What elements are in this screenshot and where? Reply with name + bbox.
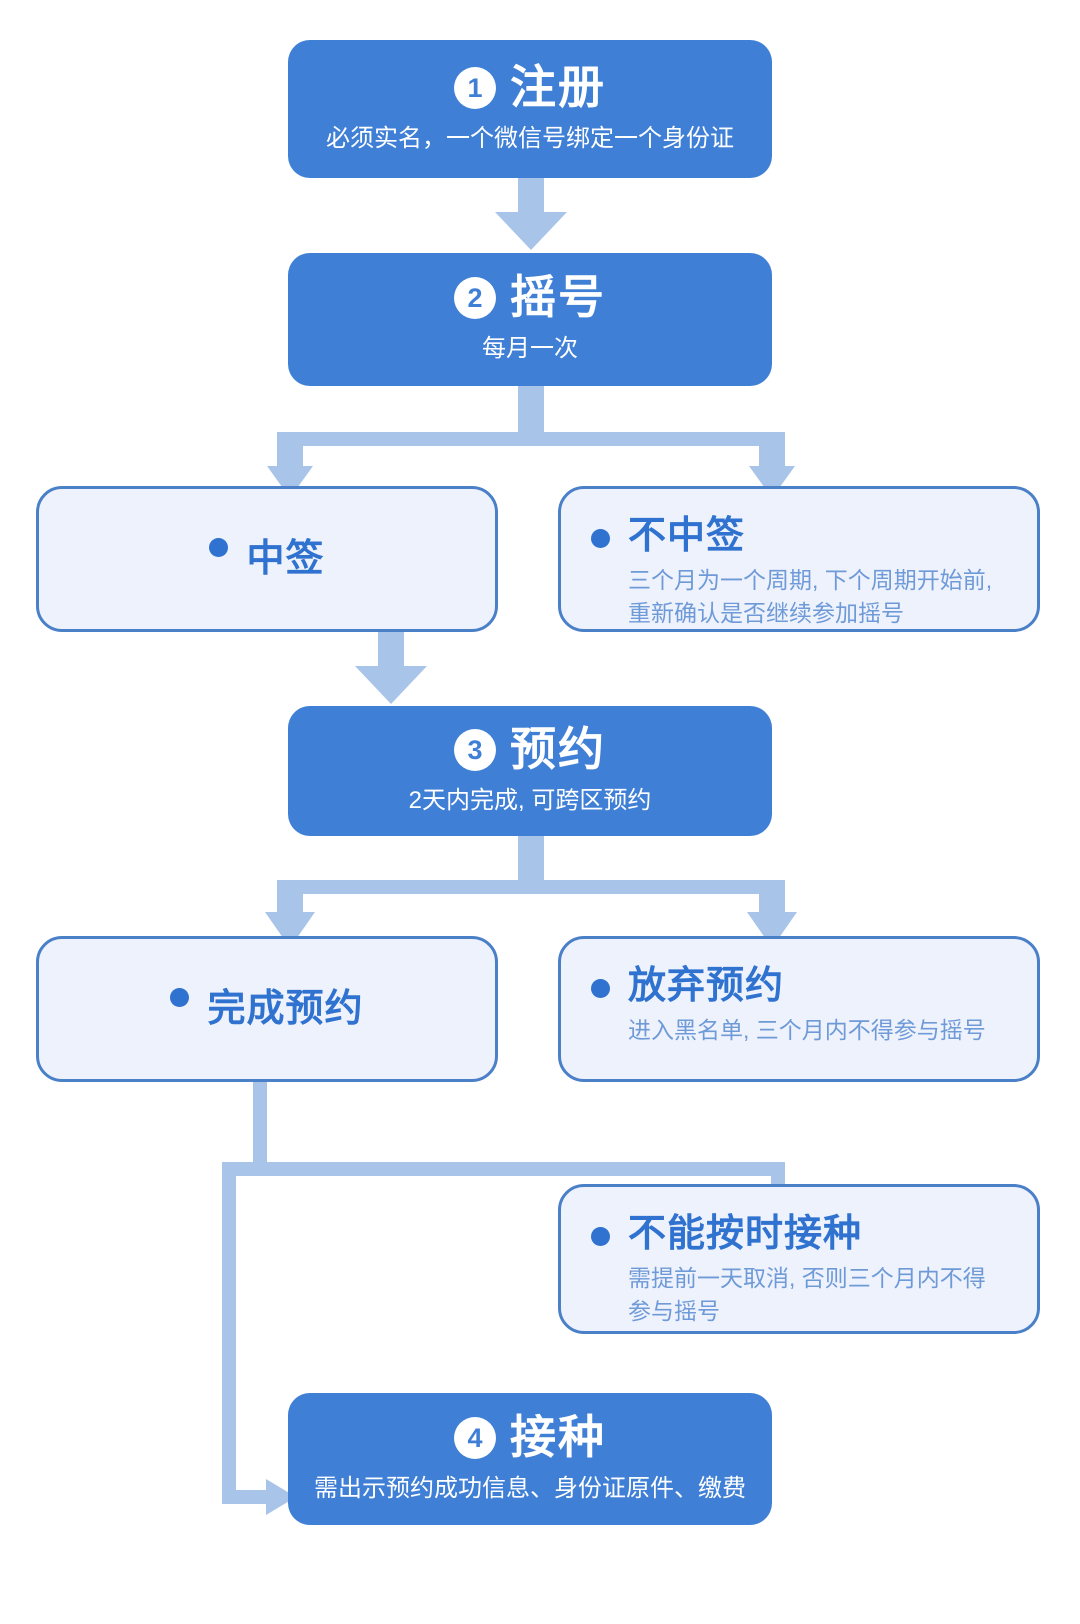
arrow-lottery-split (267, 386, 795, 498)
bullet-icon (591, 1227, 610, 1246)
step-appointment-title: 预约 (510, 722, 606, 775)
step-vaccination-desc: 需出示预约成功信息、身份证原件、缴费 (314, 1474, 746, 1502)
branch-lost-lottery-title: 不中签 (628, 515, 746, 557)
step-register-title: 注册 (510, 60, 606, 113)
step-number-badge: 2 (454, 277, 496, 320)
step-vaccination-title-row: 4 接种 (454, 1410, 606, 1463)
step-appointment-desc: 2天内完成, 可跨区预约 (408, 786, 652, 814)
step-vaccination-title: 接种 (510, 1410, 606, 1463)
branch-missed-vaccination-body: 不能按时接种 需提前一天取消, 否则三个月内不得参与摇号 (561, 1187, 1037, 1328)
step-register-desc: 必须实名，一个微信号绑定一个身份证 (326, 124, 734, 152)
step-box-vaccination[interactable]: 4 接种 需出示预约成功信息、身份证原件、缴费 (288, 1393, 772, 1525)
branch-appointment-abandoned-body: 放弃预约 进入黑名单, 三个月内不得参与摇号 (561, 939, 1037, 1047)
branch-appointment-abandoned-title: 放弃预约 (628, 965, 785, 1007)
arrow-register-to-lottery (495, 178, 567, 250)
bullet-icon (209, 537, 229, 557)
branch-box-lost-lottery[interactable]: 不中签 三个月为一个周期, 下个周期开始前, 重新确认是否继续参加摇号 (558, 486, 1040, 632)
step-lottery-title: 摇号 (510, 271, 606, 324)
step-lottery-title-row: 2 摇号 (454, 273, 606, 323)
step-number-badge: 1 (454, 66, 496, 109)
bullet-icon (591, 979, 610, 998)
branch-missed-vaccination-title: 不能按时接种 (628, 1213, 863, 1255)
step-number-badge: 4 (454, 1416, 496, 1459)
branch-missed-vaccination-desc: 需提前一天取消, 否则三个月内不得参与摇号 (628, 1264, 986, 1324)
step-box-register[interactable]: 1 注册 必须实名，一个微信号绑定一个身份证 (288, 40, 772, 178)
bullet-icon (591, 529, 610, 548)
branch-box-missed-vaccination[interactable]: 不能按时接种 需提前一天取消, 否则三个月内不得参与摇号 (558, 1184, 1040, 1334)
arrow-appointment-split (265, 836, 797, 948)
step-appointment-title-row: 3 预约 (454, 722, 606, 775)
branch-lost-lottery-desc: 三个月为一个周期, 下个周期开始前, 重新确认是否继续参加摇号 (628, 566, 993, 626)
branch-appointment-abandoned-head: 放弃预约 (591, 965, 1009, 1008)
branch-appointment-abandoned-desc: 进入黑名单, 三个月内不得参与摇号 (628, 1016, 986, 1043)
branch-appointment-complete-head: 完成预约 (170, 987, 364, 1031)
step-register-title-row: 1 注册 (454, 60, 606, 113)
step-box-lottery[interactable]: 2 摇号 每月一次 (288, 253, 772, 386)
branch-missed-vaccination-head: 不能按时接种 (591, 1213, 1009, 1256)
branch-lost-lottery-body: 不中签 三个月为一个周期, 下个周期开始前, 重新确认是否继续参加摇号 (561, 489, 1037, 630)
step-box-appointment[interactable]: 3 预约 2天内完成, 可跨区预约 (288, 706, 772, 836)
step-number-badge: 3 (454, 728, 496, 771)
branch-won-lottery-title: 中签 (246, 537, 325, 580)
branch-appointment-complete-title: 完成预约 (207, 987, 364, 1030)
branch-box-appointment-abandoned[interactable]: 放弃预约 进入黑名单, 三个月内不得参与摇号 (558, 936, 1040, 1082)
branch-lost-lottery-head: 不中签 (591, 515, 1009, 558)
bullet-icon (170, 987, 190, 1007)
branch-box-appointment-complete[interactable]: 完成预约 (36, 936, 498, 1082)
branch-box-won-lottery[interactable]: 中签 (36, 486, 498, 632)
branch-won-lottery-head: 中签 (209, 537, 325, 581)
step-lottery-desc: 每月一次 (482, 335, 578, 363)
arrow-won-to-appointment (355, 632, 427, 704)
